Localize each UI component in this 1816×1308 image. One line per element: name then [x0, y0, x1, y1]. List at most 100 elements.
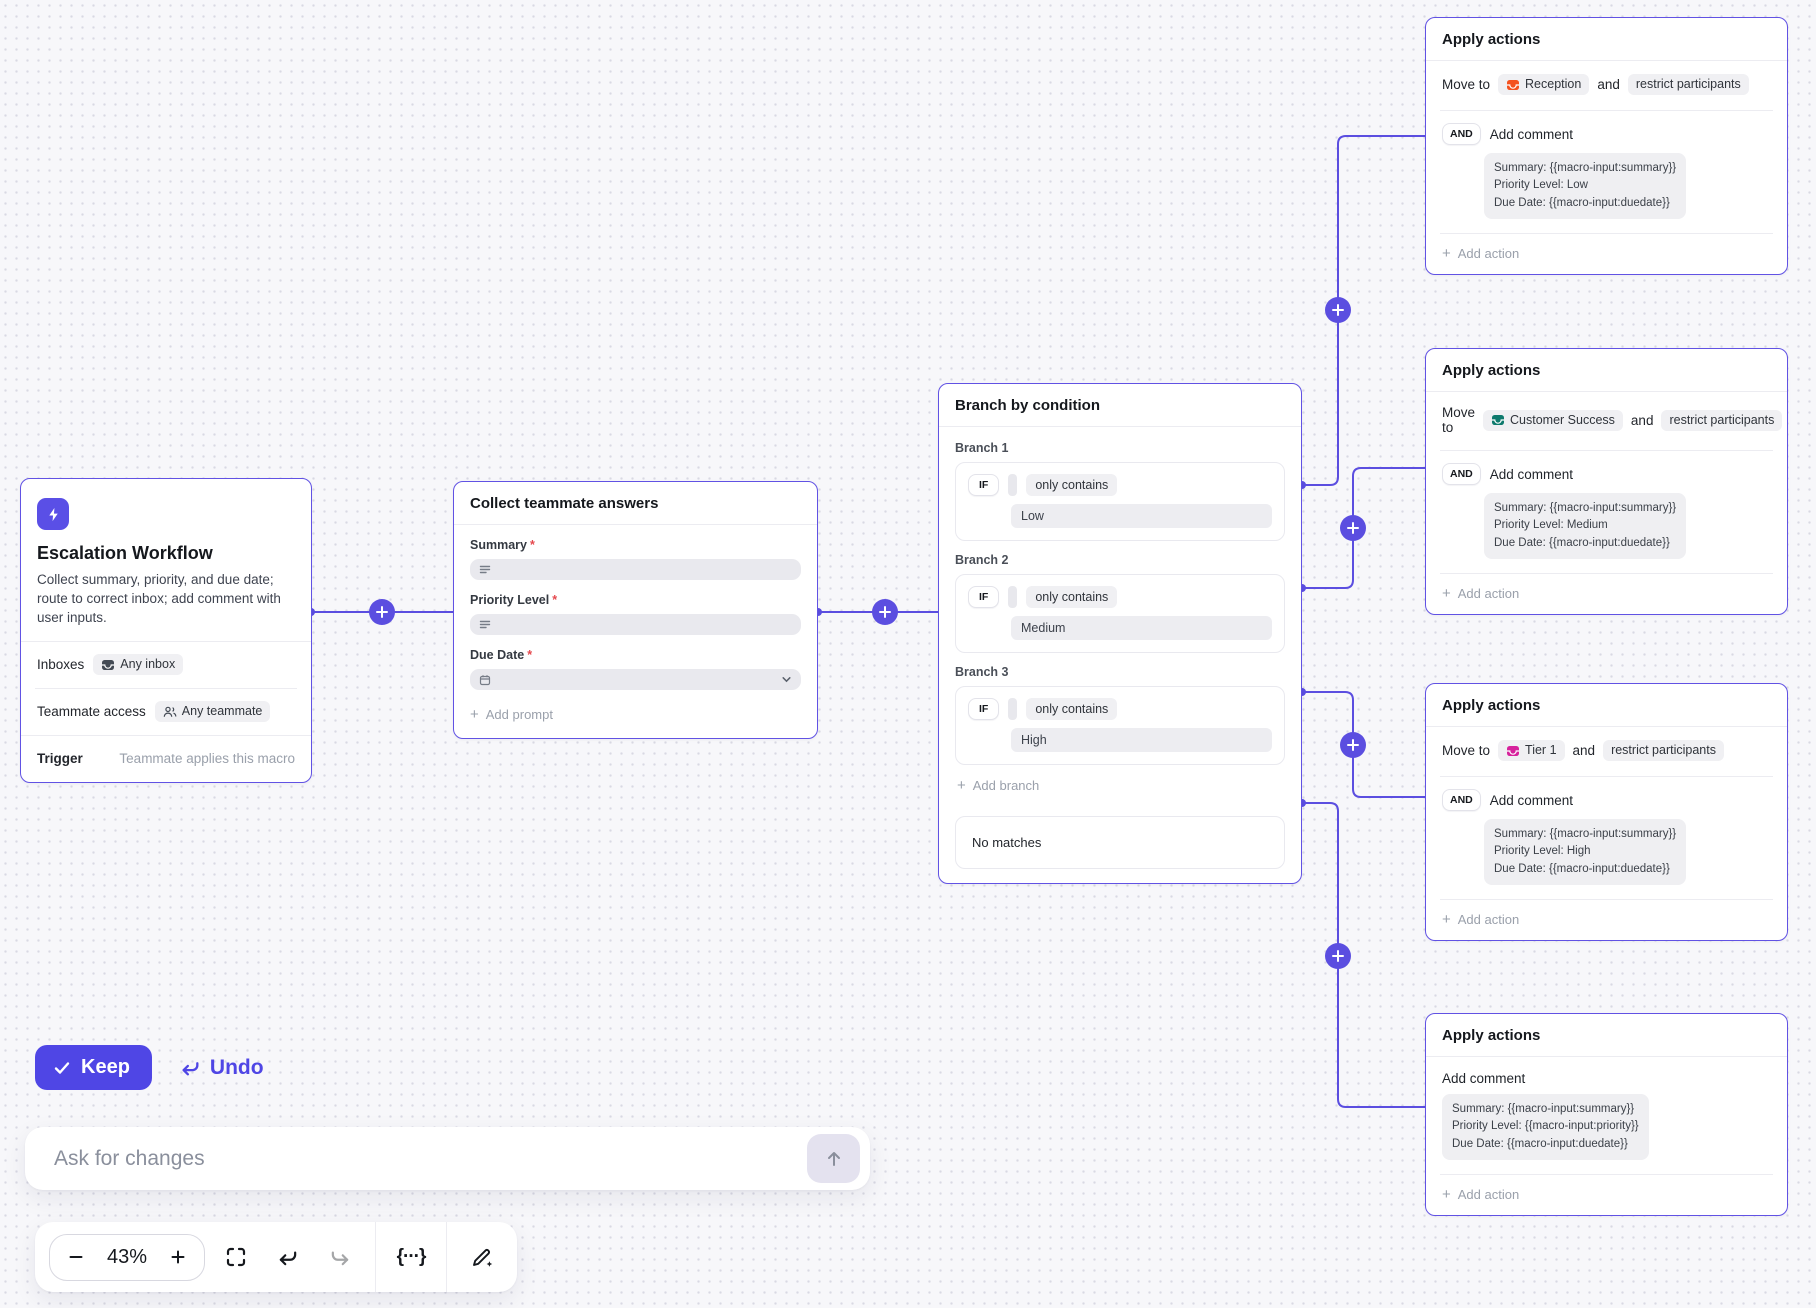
apply-actions-card-2[interactable]: Apply actions Move to Customer Success a…	[1425, 348, 1788, 615]
move-to-label: Move to	[1442, 405, 1476, 435]
any-teammate-chip[interactable]: Any teammate	[154, 701, 271, 723]
apply-actions-card-1[interactable]: Apply actions Move to Reception and rest…	[1425, 17, 1788, 275]
add-action-button[interactable]: + Add action	[1442, 1185, 1520, 1203]
variable-token[interactable]	[1008, 474, 1018, 496]
required-mark: *	[529, 538, 535, 552]
canvas-toolbar: 43% {···}	[35, 1222, 517, 1292]
add-prompt-button[interactable]: + Add prompt	[470, 706, 553, 723]
field-label-priority: Priority Level*	[470, 593, 558, 607]
inbox-icon	[1507, 745, 1520, 756]
keep-button[interactable]: Keep	[35, 1045, 152, 1090]
and-badge: AND	[1442, 463, 1481, 485]
add-step-button[interactable]	[369, 599, 395, 625]
inbox-icon	[102, 659, 115, 670]
workflow-description: Collect summary, priority, and due date;…	[37, 572, 281, 625]
add-action-button[interactable]: + Add action	[1442, 910, 1520, 928]
priority-input[interactable]	[470, 614, 801, 635]
add-step-button[interactable]	[1340, 515, 1366, 541]
trigger-card[interactable]: Escalation Workflow Collect summary, pri…	[20, 478, 312, 783]
add-comment-label: Add comment	[1489, 126, 1574, 142]
fit-view-icon	[226, 1247, 246, 1267]
zoom-level: 43%	[106, 1245, 148, 1268]
teammate-access-row: Teammate access Any teammate	[21, 689, 311, 735]
card-title: Apply actions	[1426, 18, 1787, 61]
ask-for-changes-bar	[25, 1127, 870, 1190]
apply-actions-card-4[interactable]: Apply actions Add comment Summary: {{mac…	[1425, 1013, 1788, 1216]
condition-value[interactable]: Low	[1011, 504, 1272, 528]
undo-icon	[279, 1251, 297, 1266]
workflow-title: Escalation Workflow	[37, 543, 213, 563]
condition-value[interactable]: High	[1011, 728, 1272, 752]
plus-icon: +	[1442, 244, 1451, 262]
add-comment-label: Add comment	[1489, 466, 1574, 482]
undo-button[interactable]	[267, 1236, 309, 1278]
plus-icon: +	[470, 706, 479, 723]
operator-chip[interactable]: only contains	[1026, 586, 1118, 608]
pen-sparkle-icon	[473, 1249, 493, 1267]
check-icon	[54, 1061, 70, 1074]
branch-label: Branch 1	[955, 441, 1009, 455]
comment-preview[interactable]: Summary: {{macro-input:summary}} Priorit…	[1442, 1094, 1649, 1160]
ask-for-changes-input[interactable]	[52, 1145, 807, 1172]
if-badge: IF	[968, 698, 1000, 720]
send-button[interactable]	[807, 1134, 860, 1183]
variables-button[interactable]: {···}	[390, 1236, 432, 1278]
duedate-select[interactable]	[470, 669, 801, 690]
add-branch-button[interactable]: + Add branch	[957, 777, 1040, 794]
card-title: Apply actions	[1426, 349, 1787, 392]
branch-row[interactable]: IF only contains High	[955, 686, 1285, 765]
add-step-button[interactable]	[1340, 732, 1366, 758]
undo-icon	[182, 1062, 199, 1076]
card-title: Apply actions	[1426, 684, 1787, 727]
required-mark: *	[552, 593, 558, 607]
people-icon	[163, 706, 177, 717]
comment-preview[interactable]: Summary: {{macro-input:summary}} Priorit…	[1484, 153, 1687, 219]
branch-condition-card[interactable]: Branch by condition Branch 1 IF only con…	[938, 383, 1302, 884]
minus-icon	[69, 1256, 83, 1258]
chevron-down-icon	[782, 677, 791, 683]
edit-with-ai-button[interactable]	[461, 1236, 503, 1278]
card-title: Apply actions	[1426, 1014, 1787, 1057]
text-lines-icon	[479, 620, 491, 628]
collect-answers-card[interactable]: Collect teammate answers Summary* Priori…	[453, 481, 818, 739]
no-matches-row[interactable]: No matches	[955, 816, 1285, 869]
inbox-chip[interactable]: Reception	[1498, 74, 1590, 95]
summary-input[interactable]	[470, 559, 801, 580]
undo-changes-button[interactable]: Undo	[174, 1055, 270, 1081]
comment-preview[interactable]: Summary: {{macro-input:summary}} Priorit…	[1484, 493, 1687, 559]
branch-row[interactable]: IF only contains Low	[955, 462, 1285, 541]
any-inbox-chip[interactable]: Any inbox	[93, 654, 184, 676]
field-label-summary: Summary*	[470, 538, 535, 552]
condition-value[interactable]: Medium	[1011, 616, 1272, 640]
variable-token[interactable]	[1008, 586, 1018, 608]
add-step-button[interactable]	[1325, 943, 1351, 969]
zoom-in-button[interactable]	[160, 1236, 196, 1278]
variable-token[interactable]	[1008, 698, 1018, 720]
add-action-button[interactable]: + Add action	[1442, 244, 1520, 262]
inbox-chip[interactable]: Tier 1	[1498, 740, 1565, 761]
plus-icon: +	[1442, 1185, 1451, 1203]
add-step-button[interactable]	[872, 599, 898, 625]
operator-chip[interactable]: only contains	[1026, 698, 1118, 720]
zoom-out-button[interactable]	[58, 1236, 94, 1278]
comment-preview[interactable]: Summary: {{macro-input:summary}} Priorit…	[1484, 819, 1687, 885]
fit-view-button[interactable]	[215, 1236, 257, 1278]
inbox-icon	[1492, 415, 1505, 425]
and-label: and	[1597, 77, 1620, 92]
restrict-participants-chip[interactable]: restrict participants	[1627, 74, 1749, 95]
restrict-participants-chip[interactable]: restrict participants	[1661, 409, 1783, 431]
move-to-label: Move to	[1442, 743, 1491, 758]
add-step-button[interactable]	[1325, 297, 1351, 323]
branch-row[interactable]: IF only contains Medium	[955, 574, 1285, 653]
inbox-chip[interactable]: Customer Success	[1483, 409, 1623, 431]
redo-button[interactable]	[319, 1236, 361, 1278]
toolbar-divider	[375, 1222, 376, 1292]
variables-icon: {···}	[396, 1246, 427, 1267]
plus-icon	[171, 1250, 185, 1264]
add-action-button[interactable]: + Add action	[1442, 584, 1520, 602]
apply-actions-card-3[interactable]: Apply actions Move to Tier 1 and restric…	[1425, 683, 1788, 941]
card-title: Collect teammate answers	[454, 482, 817, 525]
operator-chip[interactable]: only contains	[1026, 474, 1118, 496]
restrict-participants-chip[interactable]: restrict participants	[1603, 740, 1724, 761]
